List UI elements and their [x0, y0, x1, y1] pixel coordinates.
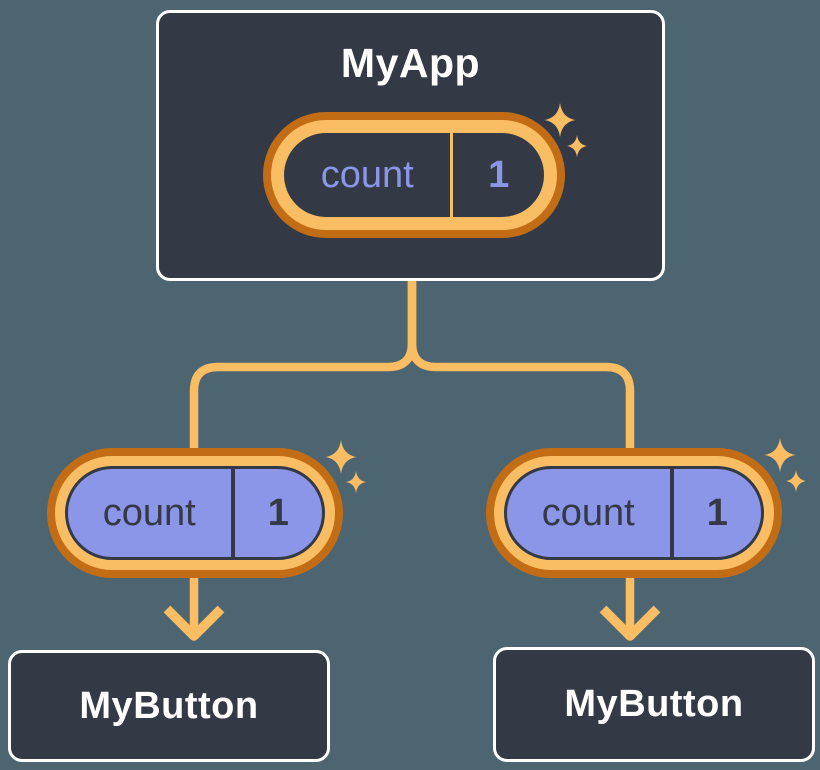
component-title: MyButton: [564, 683, 744, 725]
state-name-label: count: [68, 469, 235, 557]
state-value-label: 1: [706, 491, 728, 534]
arrowhead-right: [599, 605, 661, 641]
component-title: MyButton: [79, 684, 259, 727]
component-node-mybutton-right: MyButton: [493, 647, 815, 762]
state-value-label: 1: [267, 491, 289, 534]
branch-line-right: [407, 277, 635, 633]
component-title: MyApp: [340, 40, 481, 86]
state-name-label: count: [507, 469, 674, 557]
state-pill-child-left: count 1: [65, 466, 325, 560]
state-pill-child-right: count 1: [504, 466, 764, 560]
sparkle-icon: [325, 440, 357, 474]
sparkle-icon: [346, 471, 366, 493]
sparkle-icon: [544, 103, 576, 137]
sparkle-icon: [567, 135, 587, 157]
sparkle-icon: [764, 438, 796, 472]
arrowhead-left: [163, 605, 225, 641]
state-name-label: count: [284, 133, 454, 217]
state-pill-root: count 1: [271, 120, 557, 230]
component-node-mybutton-left: MyButton: [8, 650, 330, 762]
sparkle-icon: [786, 470, 806, 492]
state-value-label: 1: [488, 153, 510, 196]
branch-line-left: [189, 277, 417, 633]
